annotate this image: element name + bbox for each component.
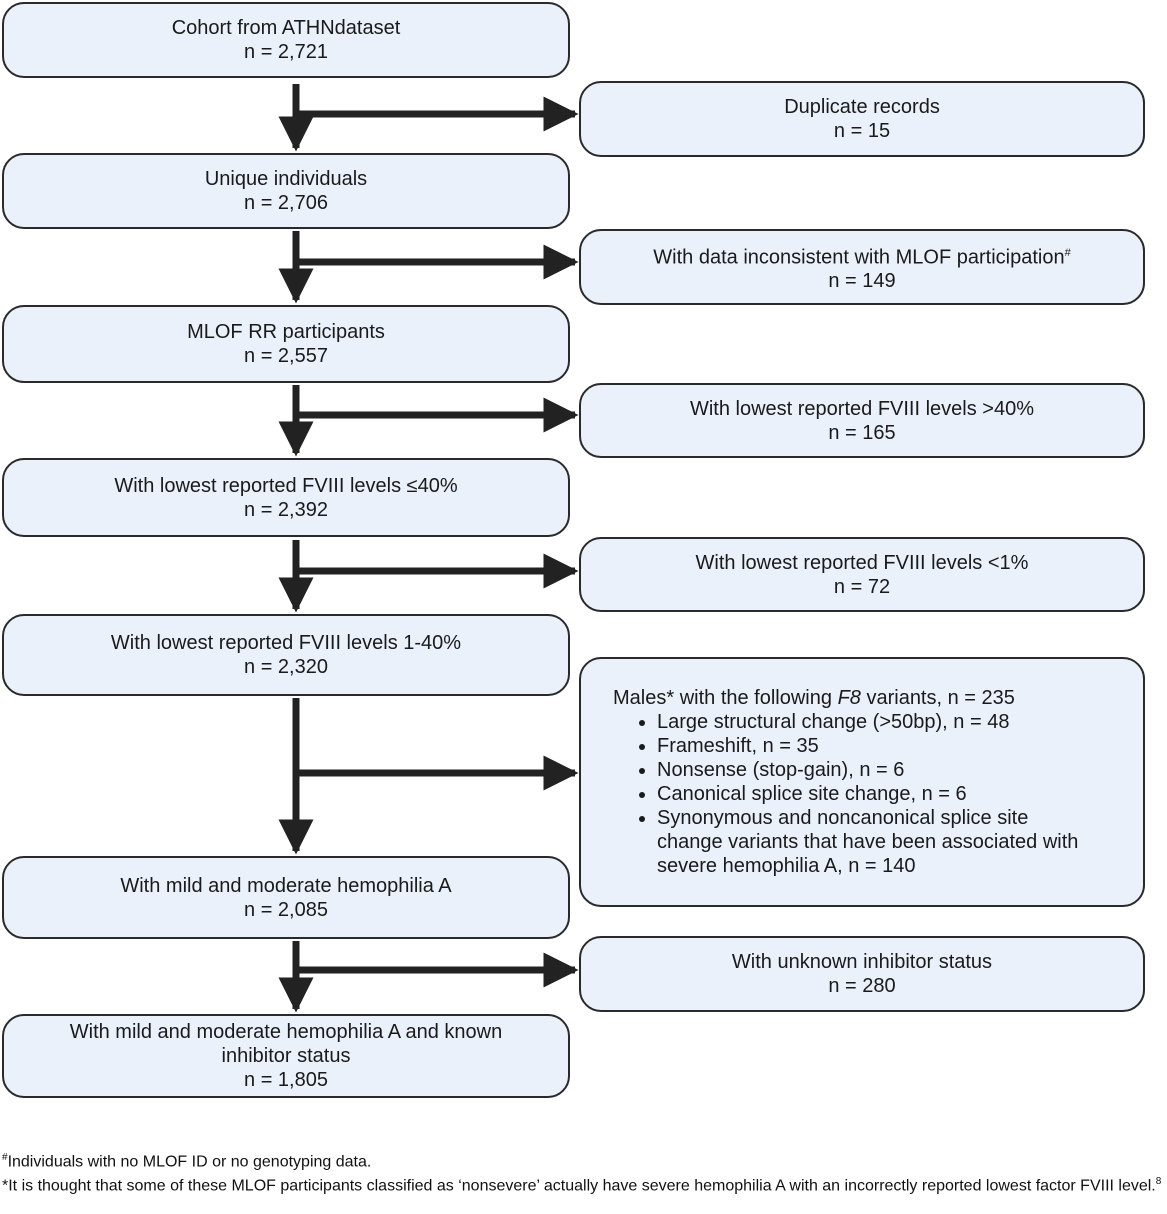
footnote-star: *It is thought that some of these MLOF p… [2, 1172, 1165, 1196]
heading-suffix: variants, n = 235 [860, 687, 1015, 709]
box-count: n = 15 [833, 120, 891, 142]
list-item: Nonsense (stop-gain), n = 6 [657, 758, 1087, 782]
box-count: n = 2,557 [244, 345, 328, 367]
box-label: With data inconsistent with MLOF partici… [653, 246, 1065, 269]
box-label-wrap: With data inconsistent with MLOF partici… [653, 241, 1070, 270]
footnote-marker: # [1064, 246, 1071, 259]
main-box-final-cohort: With mild and moderate hemophilia A and … [2, 1014, 570, 1098]
excluded-box-fviii-lt1: With lowest reported FVIII levels <1% n … [579, 537, 1145, 612]
footnote-reference: 8 [1155, 1176, 1162, 1188]
excluded-box-f8-variants: Males* with the following F8 variants, n… [579, 657, 1145, 907]
main-box-fviii-le40: With lowest reported FVIII levels ≤40% n… [2, 458, 570, 537]
box-label: With lowest reported FVIII levels >40% [689, 397, 1035, 420]
footnote-star-text: *It is thought that some of these MLOF p… [2, 1177, 1156, 1195]
list-item: Synonymous and noncanonical splice site … [657, 806, 1087, 878]
box-count: n = 149 [828, 270, 896, 293]
box-count: n = 1,805 [244, 1069, 328, 1091]
main-box-mild-moderate: With mild and moderate hemophilia A n = … [2, 856, 570, 939]
box-count: n = 72 [833, 575, 891, 598]
box-count: n = 2,392 [244, 498, 328, 521]
excluded-box-inconsistent-data: With data inconsistent with MLOF partici… [579, 229, 1145, 305]
main-box-cohort: Cohort from ATHNdataset n = 2,721 [2, 2, 570, 78]
box-count: n = 2,706 [244, 192, 328, 214]
box-label: With lowest reported FVIII levels 1-40% [110, 632, 462, 654]
box-label: With unknown inhibitor status [731, 951, 993, 973]
box-count: n = 280 [828, 975, 896, 997]
box-count: n = 2,320 [244, 656, 328, 678]
box-label: MLOF RR participants [187, 321, 385, 343]
box-label: With lowest reported FVIII levels ≤40% [114, 474, 458, 497]
gene-name: F8 [837, 687, 861, 709]
box-count: n = 2,721 [244, 41, 328, 63]
excluded-box-unknown-inhibitor: With unknown inhibitor status n = 280 [579, 936, 1145, 1012]
box-count: n = 2,085 [244, 898, 328, 921]
variants-heading: Males* with the following F8 variants, n… [613, 686, 1015, 710]
variant-list: Large structural change (>50bp), n = 48 … [613, 710, 1087, 878]
list-item: Frameshift, n = 35 [657, 734, 1087, 758]
box-label: With mild and moderate hemophilia A [120, 874, 452, 897]
list-item: Large structural change (>50bp), n = 48 [657, 710, 1087, 734]
main-box-mlof-participants: MLOF RR participants n = 2,557 [2, 305, 570, 383]
excluded-box-duplicates: Duplicate records n = 15 [579, 81, 1145, 157]
box-label: With mild and moderate hemophilia A and … [69, 1021, 503, 1067]
main-box-unique-individuals: Unique individuals n = 2,706 [2, 153, 570, 229]
box-label: Duplicate records [784, 96, 940, 118]
heading-prefix: Males* with the following [613, 687, 838, 709]
excluded-box-fviii-gt40: With lowest reported FVIII levels >40% n… [579, 383, 1145, 458]
list-item: Canonical splice site change, n = 6 [657, 782, 1087, 806]
box-count: n = 165 [828, 421, 896, 444]
box-label: Unique individuals [204, 168, 368, 190]
footnote-hash: #Individuals with no MLOF ID or no genot… [2, 1148, 1165, 1172]
main-box-fviii-1-40: With lowest reported FVIII levels 1-40% … [2, 614, 570, 696]
footnotes: #Individuals with no MLOF ID or no genot… [2, 1148, 1165, 1197]
box-label: With lowest reported FVIII levels <1% [695, 551, 1029, 574]
box-label: Cohort from ATHNdataset [171, 17, 401, 39]
footnote-hash-text: Individuals with no MLOF ID or no genoty… [7, 1153, 372, 1171]
footnote-hash-mark: # [2, 1152, 8, 1163]
